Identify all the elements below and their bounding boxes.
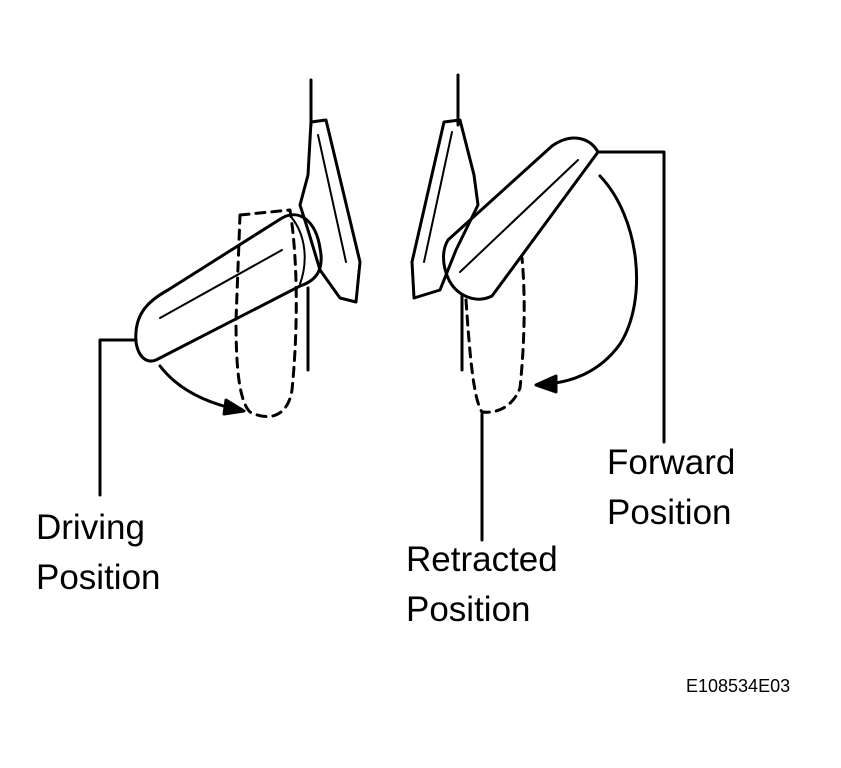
right-arrow-head [534, 374, 558, 394]
right-rotation-arrow [538, 174, 638, 386]
left-housing-cap [291, 217, 306, 285]
forward-position-label: Forward Position [607, 438, 735, 538]
driving-label-line1: Driving [36, 508, 145, 547]
left-arrow-head [222, 398, 246, 416]
forward-leader-line [596, 150, 666, 444]
driving-position-label: Driving Position [36, 503, 161, 603]
right-mount-edge [423, 131, 453, 263]
left-mirror-driving [98, 78, 362, 497]
left-mount-edge [317, 134, 347, 263]
right-mirror-retracted-outline [464, 256, 526, 414]
retracted-position-label: Retracted Position [406, 535, 558, 635]
driving-label-line2: Position [36, 558, 161, 597]
left-mirror-mount [298, 118, 362, 304]
right-mirror-forward [410, 73, 666, 542]
right-mirror-housing [442, 136, 600, 301]
driving-leader-line [98, 338, 138, 497]
left-mirror-housing [134, 213, 323, 363]
forward-label-line2: Position [607, 493, 732, 532]
right-housing-crease [459, 159, 579, 273]
right-mirror-mount [410, 118, 480, 300]
figure-code: E108534E03 [686, 676, 791, 696]
left-mirror-retracted-outline [234, 208, 298, 419]
retracted-label-line2: Position [406, 590, 531, 629]
forward-label-line1: Forward [607, 443, 736, 482]
retracted-label-line1: Retracted [406, 540, 558, 579]
left-housing-crease [159, 249, 283, 319]
